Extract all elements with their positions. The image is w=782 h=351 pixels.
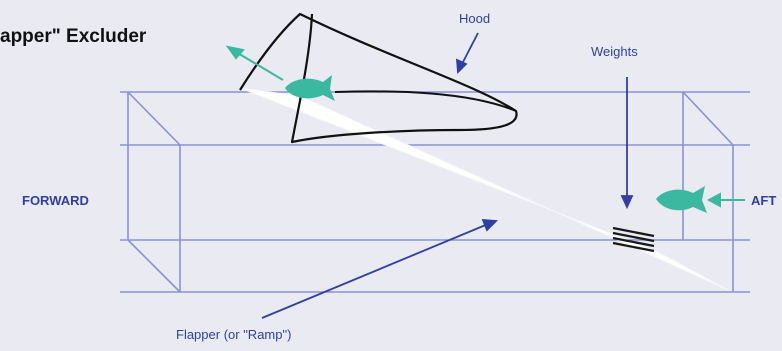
- forward-label: FORWARD: [22, 193, 89, 208]
- flapper-callout-arrow: [261, 218, 499, 319]
- fish-icon: [285, 75, 335, 101]
- weights-callout-arrow: [620, 77, 634, 210]
- forward-edge-diag-top: [127, 91, 181, 146]
- aft-arrow: [706, 192, 745, 208]
- hood-inner-line: [334, 90, 517, 112]
- forward-edge-diag-bottom: [127, 239, 181, 293]
- hood-label: Hood: [459, 11, 491, 26]
- hood-outline: [239, 12, 518, 144]
- aft-label: AFT: [751, 193, 777, 208]
- net-tube: [120, 91, 750, 293]
- aft-edge-diag-top: [682, 91, 734, 146]
- escape-arrow: [225, 45, 284, 81]
- flapper-ramp: [239, 87, 729, 291]
- diagram-title: apper" Excluder: [0, 26, 147, 47]
- flapper-label: Flapper (or "Ramp"): [176, 327, 292, 342]
- weights-bars-icon: [612, 226, 655, 253]
- weights-label: Weights: [591, 44, 638, 59]
- hood-callout-arrow: [455, 32, 479, 75]
- fish-icon: [656, 186, 707, 213]
